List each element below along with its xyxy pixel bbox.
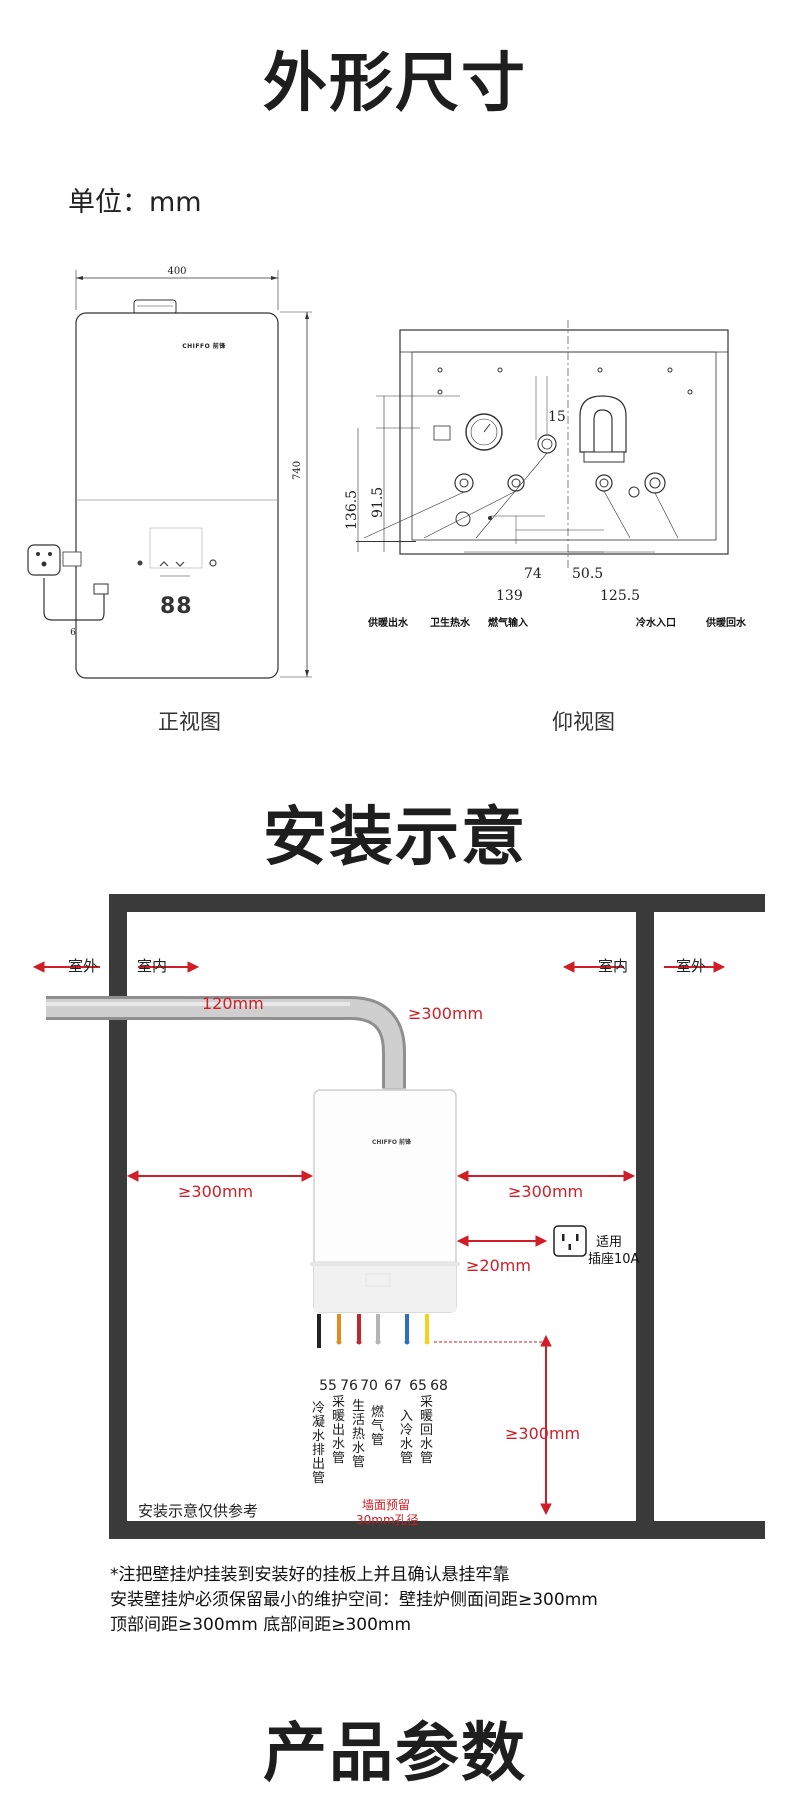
dim-15: 15 bbox=[548, 409, 566, 425]
dim-125: 125.5 bbox=[600, 588, 641, 604]
dim-91: 91.5 bbox=[370, 486, 386, 518]
display-digits: 88 bbox=[160, 594, 193, 619]
port-label-gas-in: 燃气输入 bbox=[488, 618, 528, 629]
pipe-number: 70 bbox=[360, 1378, 378, 1394]
socket-tag: 6 bbox=[70, 628, 76, 638]
port-baseline bbox=[356, 541, 416, 542]
top-gap-label: ≥300mm bbox=[408, 1004, 484, 1023]
front-width-label: 400 bbox=[167, 266, 187, 277]
install-drawing bbox=[32, 894, 765, 1539]
indoor-right-label: 室内 bbox=[598, 957, 629, 975]
pipe-name: 燃气管 bbox=[371, 1405, 385, 1448]
outdoor-left-label: 室外 bbox=[68, 957, 99, 975]
left-gap-label: ≥300mm bbox=[176, 1182, 256, 1201]
pipe-number: 76 bbox=[340, 1378, 358, 1394]
install-notes: *注把壁挂炉挂装到安装好的挂板上并且确认悬挂牢靠 安装壁挂炉必须保留最小的维护空… bbox=[110, 1563, 598, 1638]
dim-136: 136.5 bbox=[344, 489, 360, 530]
dim-50: 50.5 bbox=[572, 566, 604, 582]
reference-note: 安装示意仅供参考 bbox=[138, 1502, 259, 1520]
pipe-number: 68 bbox=[430, 1378, 448, 1394]
pipe-group bbox=[317, 1314, 430, 1348]
pipe-name: 采暖出水管 bbox=[332, 1395, 346, 1466]
indoor-left-label: 室内 bbox=[137, 957, 168, 975]
boiler-brand: CHIFFO 前锋 bbox=[372, 1139, 412, 1146]
outdoor-right-label: 室外 bbox=[676, 957, 707, 975]
note-line: 安装壁挂炉必须保留最小的维护空间：壁挂炉侧面间距≥300mm bbox=[110, 1590, 598, 1610]
dimensions-heading: 外形尺寸 bbox=[263, 47, 527, 121]
right-gap-label: ≥300mm bbox=[506, 1182, 586, 1201]
install-heading: 安装示意 bbox=[263, 801, 527, 875]
port-label-cold-in: 冷水入口 bbox=[636, 618, 676, 629]
hole-note-1: 墙面预留 bbox=[362, 1498, 411, 1512]
dim-139: 139 bbox=[496, 588, 523, 604]
note-line: 顶部间距≥300mm 底部间距≥300mm bbox=[110, 1615, 412, 1635]
bottom-view-drawing bbox=[357, 320, 729, 570]
hole-note-2: 30mm孔径 bbox=[356, 1513, 419, 1527]
pipe-name: 入冷水管 bbox=[400, 1409, 414, 1466]
front-view-drawing bbox=[27, 270, 312, 679]
pipe-name: 采暖回水管 bbox=[420, 1395, 434, 1466]
front-height-label: 740 bbox=[292, 460, 303, 480]
pipe-name: 生活热水管 bbox=[352, 1399, 366, 1470]
socket-gap-label: ≥20mm bbox=[466, 1256, 531, 1275]
pipe-length-label: 120mm bbox=[202, 994, 264, 1013]
bottom-gap-label: ≥300mm bbox=[505, 1424, 581, 1443]
note-line: *注把壁挂炉挂装到安装好的挂板上并且确认悬挂牢靠 bbox=[110, 1565, 510, 1585]
pipe-numbers: 55 76 70 67 65 68 bbox=[317, 1378, 449, 1394]
bottom-view-caption: 仰视图 bbox=[552, 710, 615, 734]
unit-label: 单位：mm bbox=[68, 187, 202, 218]
dim-74: 74 bbox=[524, 566, 542, 582]
front-view-caption: 正视图 bbox=[158, 710, 221, 734]
socket-text-1: 适用 bbox=[596, 1235, 623, 1250]
pipe-name: 冷凝水排出管 bbox=[312, 1401, 326, 1486]
socket-text-2: 插座10A bbox=[588, 1252, 640, 1267]
port-label-heating-return: 供暖回水 bbox=[706, 618, 746, 629]
pipe-number: 67 bbox=[384, 1378, 402, 1394]
port-label-heating-out: 供暖出水 bbox=[368, 618, 408, 629]
pipe-number: 55 bbox=[319, 1378, 337, 1394]
port-label-hot-water: 卫生热水 bbox=[430, 618, 470, 629]
pipe-number: 65 bbox=[409, 1378, 427, 1394]
params-heading: 产品参数 bbox=[263, 1717, 527, 1791]
brand-logo: CHIFFO 前锋 bbox=[182, 343, 226, 350]
